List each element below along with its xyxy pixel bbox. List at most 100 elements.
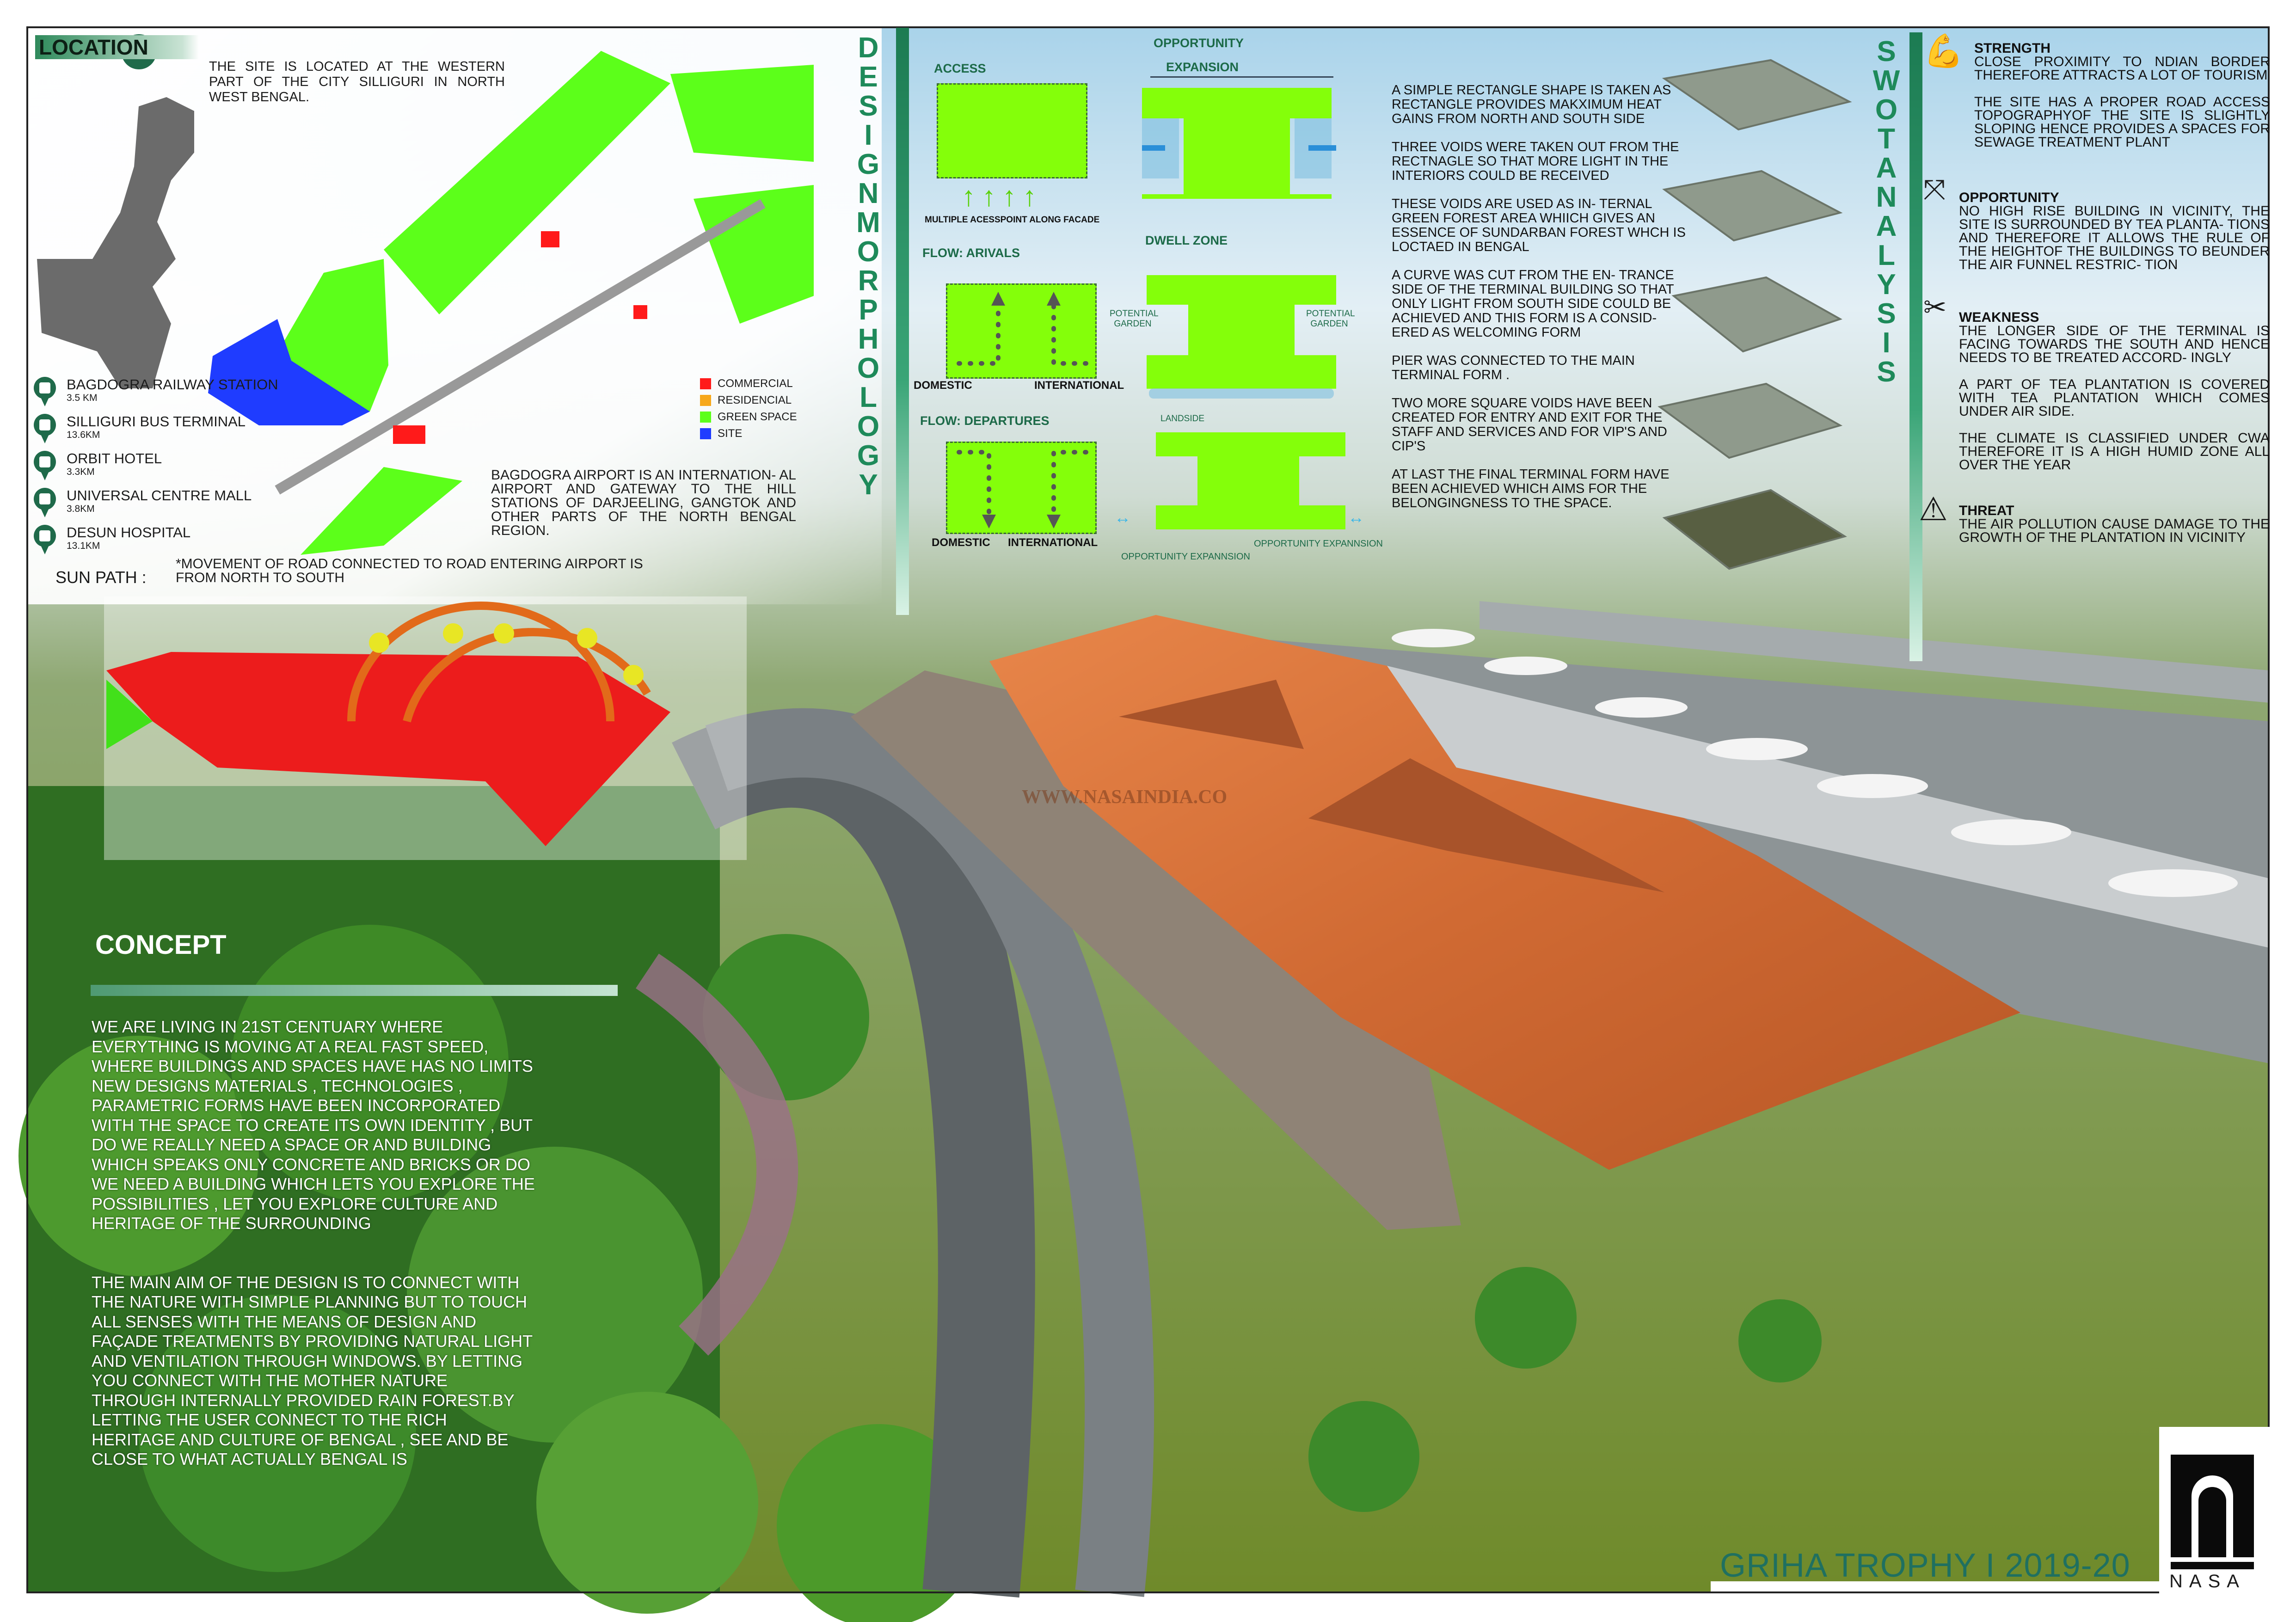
state-map-bengal [37, 97, 194, 388]
landside-diagram [1156, 432, 1345, 529]
taxiway [1480, 601, 2270, 703]
title-letter: I [864, 119, 872, 151]
opportunity-expansion-right: OPPORTUNITY EXPANNSION [1254, 539, 1383, 549]
step-text: TWO MORE SQUARE VOIDS HAVE BEEN CREATED … [1392, 396, 1667, 454]
sun-path-inset [104, 596, 747, 860]
landmark-distance: 13.6KM [67, 430, 100, 440]
mall-icon [32, 488, 57, 518]
morphology-bar [896, 28, 909, 615]
access-note: MULTIPLE ACESSPOINT ALONG FACADE [925, 215, 1100, 225]
arrivals-domestic: DOMESTIC [914, 379, 972, 392]
swot-text: CLOSE PROXIMITY TO NDIAN BORDER THEREFOR… [1974, 54, 2270, 83]
title-letter: O [1875, 94, 1898, 126]
expand-left-arrow-icon: ↔ [1114, 508, 1131, 527]
expand-right-arrow-icon: ↔ [1348, 508, 1364, 527]
step-text: A SIMPLE RECTANGLE SHAPE IS TAKEN AS REC… [1392, 83, 1671, 126]
swot-threat: THREAT THE AIR POLLUTION CAUSE DAMAGE TO… [1959, 504, 2270, 558]
legend-label: SITE [718, 427, 743, 440]
landmark-distance: 3.5 KM [67, 393, 98, 403]
swot-strength: STRENGTH CLOSE PROXIMITY TO NDIAN BORDER… [1974, 42, 2270, 162]
legend-green-space: GREEN SPACE [700, 409, 797, 425]
road-lane [705, 708, 1154, 1597]
title-letter: A [1876, 210, 1897, 242]
airport-description: BAGDOGRA AIRPORT IS AN INTERNATION- AL A… [491, 467, 796, 538]
roof-fold [1119, 680, 1304, 749]
swot-text: NO HIGH RISE BUILDING IN VICINITY, THE S… [1959, 203, 2270, 272]
title-letter: L [859, 381, 877, 413]
swot-text: A PART OF TEA PLANTATION IS COVERED WITH… [1959, 377, 2270, 419]
swot-weakness: WEAKNESS THE LONGER SIDE OF THE TERMINAL… [1959, 311, 2270, 485]
title-letter: L [1878, 240, 1895, 271]
access-arrows-icon: ↑↑↑↑ [962, 181, 1043, 212]
landmark-name: DESUN HOSPITAL [67, 524, 191, 541]
title-letter: W [1872, 65, 1900, 97]
opportunity-expansion-left: OPPORTUNITY EXPANNSION [1121, 552, 1250, 562]
morphology-steps: A SIMPLE RECTANGLE SHAPE IS TAKEN AS REC… [1392, 83, 1688, 524]
swot-text: THE SITE HAS A PROPER ROAD ACCESS TOPOGR… [1974, 94, 2270, 150]
swot-text: THE LONGER SIDE OF THE TERMINAL IS FACIN… [1959, 323, 2270, 365]
landmark-distance: 3.3KM [67, 467, 95, 477]
title-letter: S [1877, 36, 1896, 68]
step-text: AT LAST THE FINAL TERMINAL FORM HAVE BEE… [1392, 467, 1670, 510]
dwell-zone-label: DWELL ZONE [1145, 233, 1228, 247]
concept-title: CONCEPT [95, 930, 227, 960]
arrivals-diagram [946, 283, 1097, 379]
sun-path-label: SUN PATH : [55, 568, 147, 587]
legend-label: GREEN SPACE [718, 411, 797, 423]
site-description: THE SITE IS LOCATED AT THE WESTERN PART … [209, 59, 505, 104]
legend-commercial: COMMERCIAL [700, 375, 797, 392]
arrivals-international: INTERNATIONAL [1034, 379, 1124, 392]
title-letter: Y [1877, 269, 1896, 301]
nasa-logo: NASA [2159, 1427, 2270, 1593]
road-note: *MOVEMENT OF ROAD CONNECTED TO ROAD ENTE… [176, 556, 643, 585]
title-letter: N [858, 178, 879, 209]
title-letter: H [858, 323, 879, 355]
legend-label: RESIDENCIAL [718, 394, 792, 406]
opportunity-icon: ⤧ [1923, 174, 1946, 205]
title-letter: G [857, 148, 880, 180]
landmark-name: BAGDOGRA RAILWAY STATION [67, 376, 278, 393]
opportunity-heading: OPPORTUNITY [1959, 190, 2059, 205]
title-letter: E [859, 61, 878, 93]
potential-garden-right: POTENTIAL GARDEN [1306, 309, 1355, 329]
warning-threat-icon: ⚠ [1919, 491, 1948, 527]
swot-bar [1909, 32, 1922, 661]
nasa-arch-logo-icon [2171, 1455, 2254, 1569]
departures-international: INTERNATIONAL [1008, 536, 1098, 549]
flow-arrivals-label: FLOW: ARIVALS [922, 246, 1020, 260]
landside-label: LANDSIDE [1160, 414, 1205, 424]
griha-trophy-title: GRIHA TROPHY I 2019-20 [1720, 1547, 2130, 1584]
bus-icon [32, 414, 57, 444]
concept-paragraph: WE ARE LIVING IN 21ST CENTUARY WHERE EVE… [92, 1017, 535, 1233]
step-text: A CURVE WAS CUT FROM THE EN- TRANCE SIDE… [1392, 268, 1674, 340]
hospital-icon [32, 525, 57, 555]
title-letter: O [857, 411, 880, 442]
title-letter: I [1882, 327, 1891, 359]
title-letter: G [857, 440, 880, 472]
terminal-canopy [851, 670, 1461, 1230]
title-letter: N [1876, 181, 1897, 213]
flow-arrows-icon [957, 292, 1088, 366]
landmark-distance: 13.1KM [67, 541, 100, 551]
swot-text: THE CLIMATE IS CLASSIFIED UNDER CWA THER… [1959, 430, 2270, 473]
opportunity-label: OPPORTUNITY [1154, 36, 1244, 50]
airplanes [1392, 629, 2238, 897]
dwell-zone-diagram [1147, 275, 1336, 399]
title-letter: S [859, 90, 878, 122]
title-letter: P [859, 294, 878, 326]
plaza-path [636, 953, 798, 1356]
landmark-name: SILLIGURI BUS TERMINAL [67, 413, 246, 430]
weakness-heading: WEAKNESS [1959, 310, 2039, 325]
expansion-label: EXPANSION [1166, 60, 1239, 74]
location-title: LOCATION [35, 35, 199, 59]
title-letter: O [857, 236, 880, 268]
title-letter: S [1877, 356, 1896, 388]
hotel-icon [32, 451, 57, 481]
flow-departures-label: FLOW: DEPARTURES [920, 414, 1050, 428]
